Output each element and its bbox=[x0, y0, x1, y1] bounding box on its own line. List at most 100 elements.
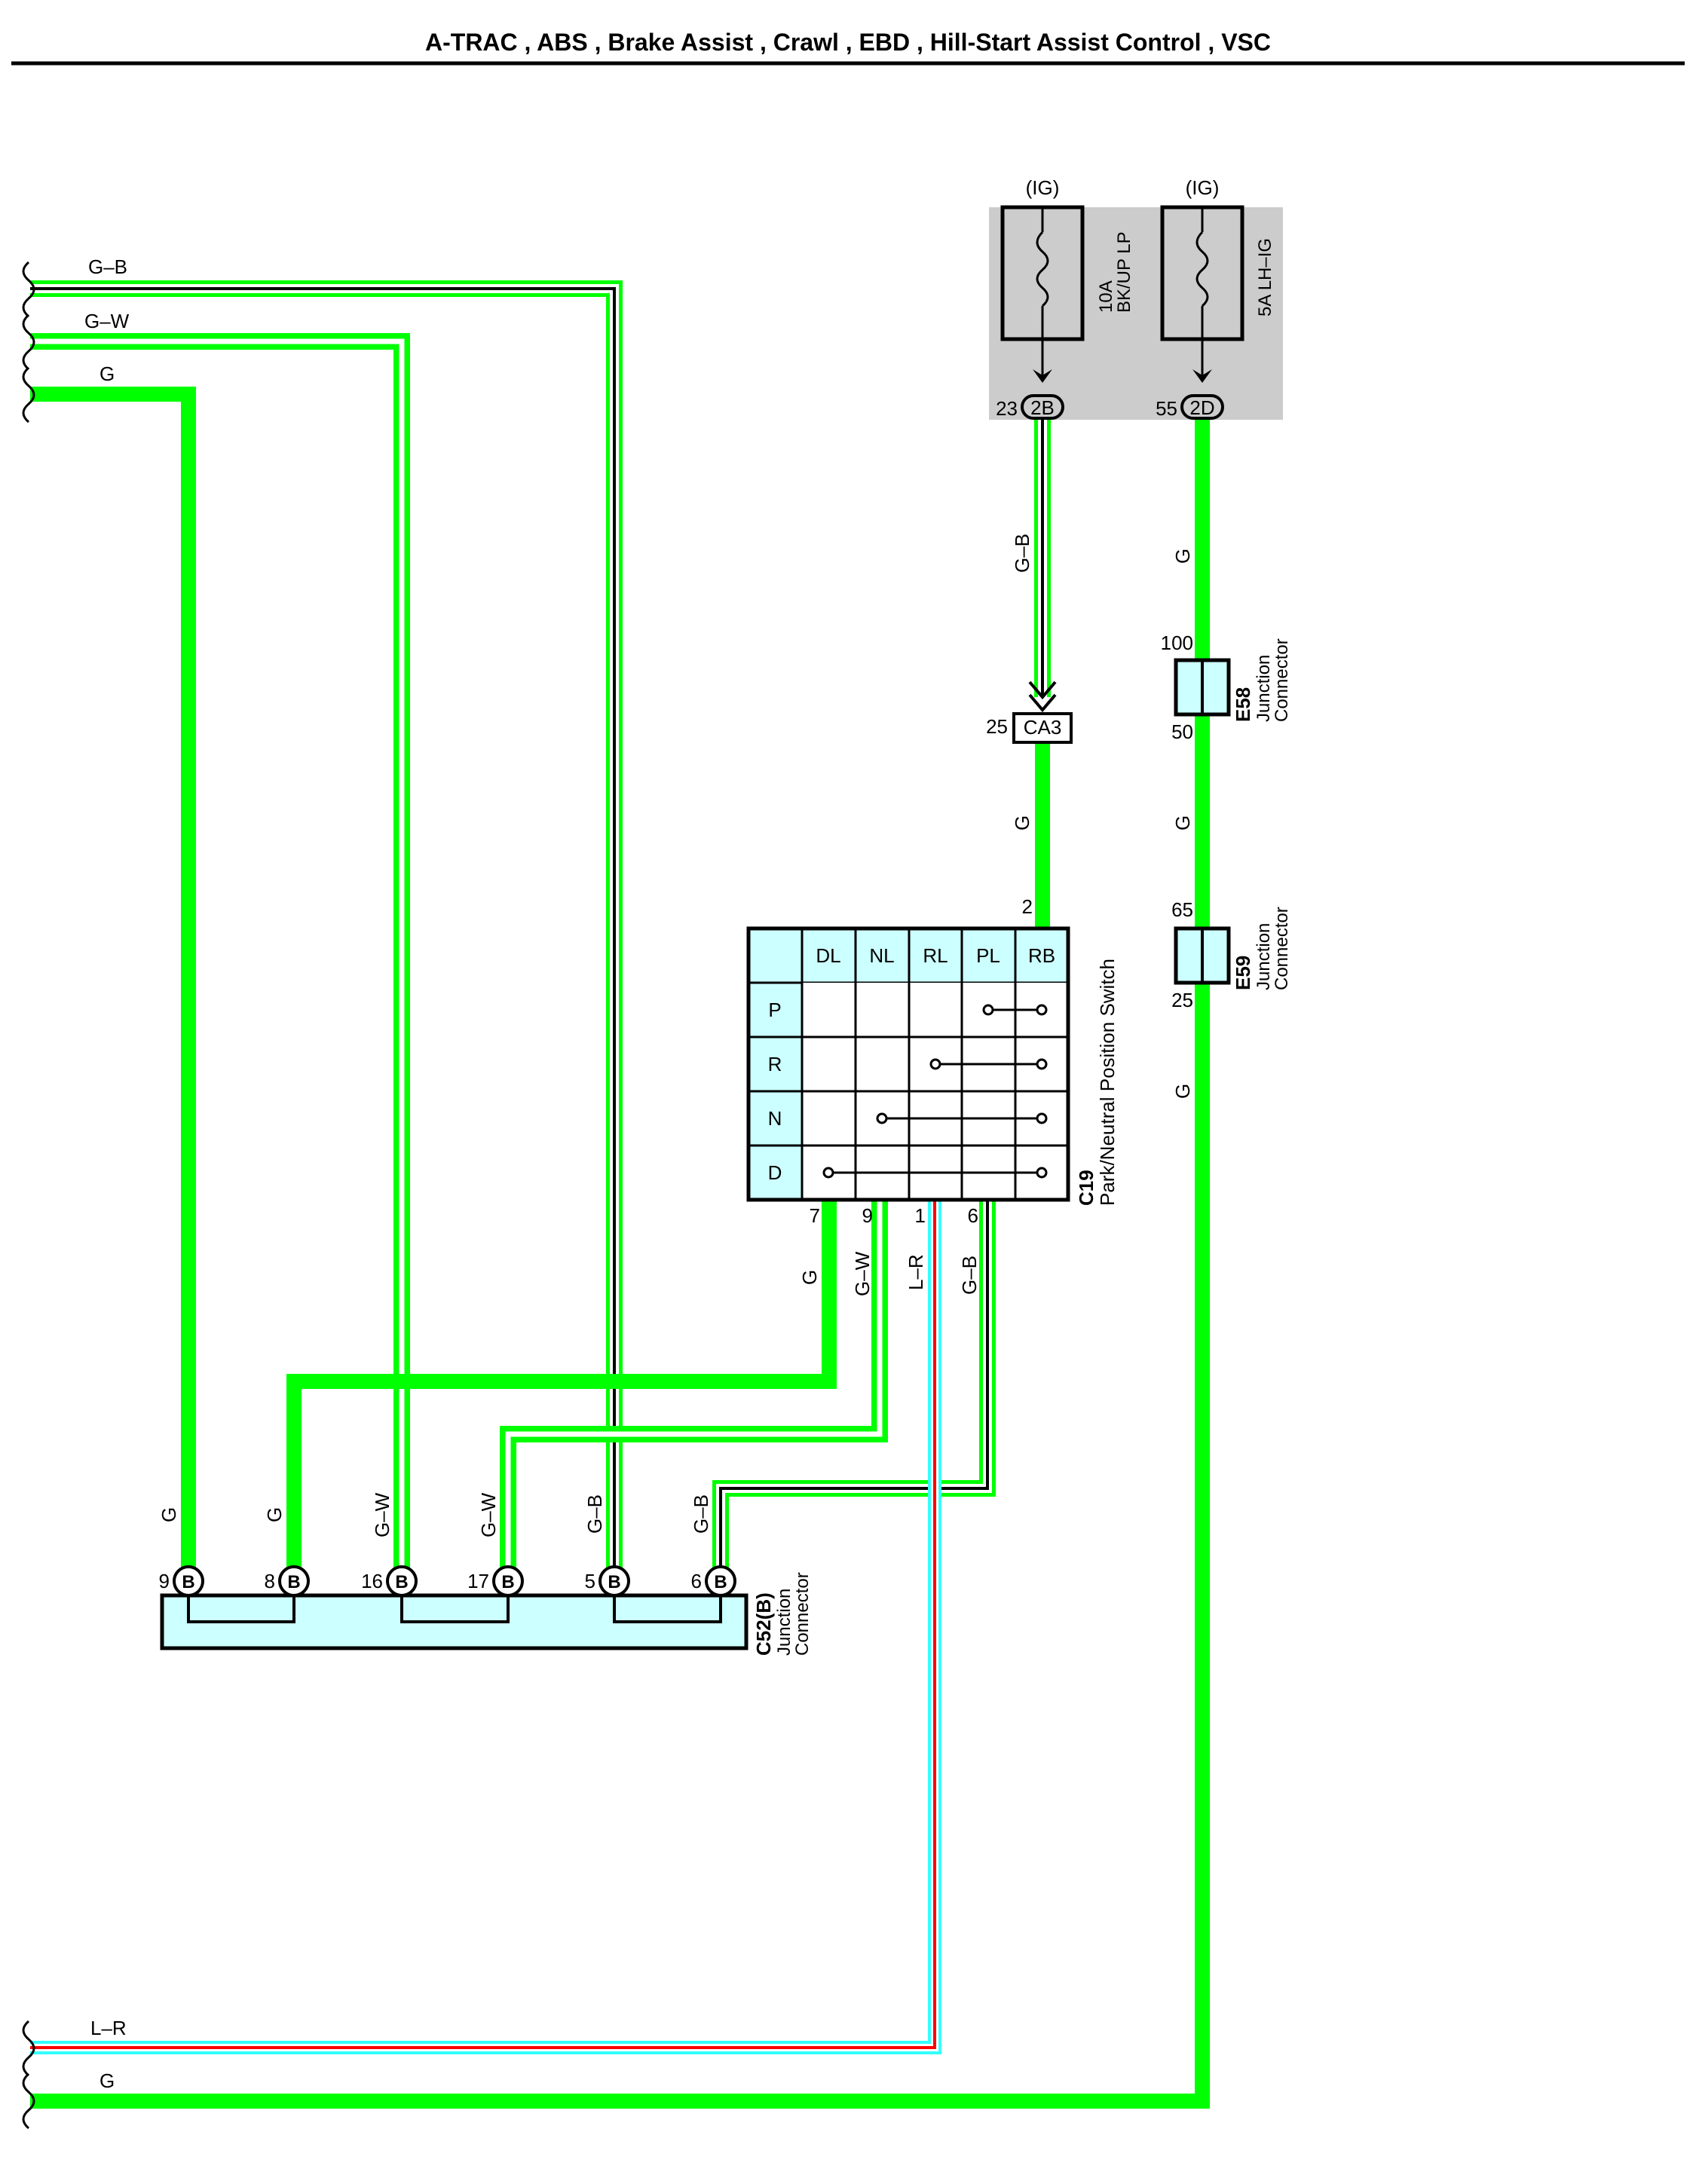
wire-label-gb-vertical: G–B bbox=[1011, 534, 1033, 573]
left-wire-label-lr: L–R bbox=[90, 2017, 127, 2039]
switch-pin-1: 1 bbox=[915, 1204, 926, 1227]
junction-e58: 100 50 E58 Junction Connector bbox=[1161, 632, 1292, 743]
e58-pin-bottom: 50 bbox=[1171, 720, 1193, 743]
fuse-ig-label: (IG) bbox=[1026, 176, 1060, 199]
break-symbol bbox=[22, 261, 35, 318]
svg-text:B: B bbox=[501, 1572, 514, 1592]
connector-2b bbox=[1021, 394, 1064, 420]
switch-pin-9: 9 bbox=[862, 1204, 873, 1227]
c52-pin: 17 bbox=[467, 1570, 489, 1592]
e59-pin-bottom: 25 bbox=[1171, 989, 1193, 1011]
fuse-name: BK/UP LP bbox=[1114, 231, 1134, 313]
break-symbol bbox=[22, 2072, 35, 2130]
connector-2d-label: 2D bbox=[1189, 396, 1214, 419]
c52-terminal: B 16 bbox=[361, 1565, 418, 1597]
c52-wire-label: G–B bbox=[583, 1494, 606, 1534]
left-wire-label-gb: G–B bbox=[88, 255, 127, 278]
wire-label-g-pin7: G bbox=[798, 1270, 821, 1285]
switch-pin-6: 6 bbox=[968, 1204, 978, 1227]
page-title: A-TRAC , ABS , Brake Assist , Crawl , EB… bbox=[425, 29, 1271, 56]
fuse-ig-label: (IG) bbox=[1186, 176, 1220, 199]
switch-col-nl: NL bbox=[869, 944, 894, 967]
continuity-marks bbox=[822, 1004, 1048, 1179]
fuse-amperage: 10A bbox=[1096, 280, 1116, 313]
c52-wire-label: G bbox=[158, 1507, 180, 1522]
break-symbol bbox=[22, 366, 35, 424]
wire-gb-main bbox=[30, 280, 623, 1581]
connector-2d bbox=[1180, 394, 1224, 420]
fuse-icon bbox=[1033, 207, 1052, 383]
c52-pin: 9 bbox=[159, 1570, 170, 1592]
junction-c52: B 9 B 8 B 16 B 17 B 5 B 6 G G bbox=[158, 1492, 813, 1656]
switch-grid-inner bbox=[801, 983, 1068, 1200]
c52-terminal: B 9 bbox=[159, 1565, 204, 1597]
switch-row-n: N bbox=[768, 1107, 782, 1130]
e59-pin-top: 65 bbox=[1171, 898, 1193, 921]
connector-ca3: 25 CA3 bbox=[986, 681, 1073, 744]
switch-name: Park/Neutral Position Switch bbox=[1096, 959, 1119, 1206]
c52-desc2: Connector bbox=[792, 1572, 813, 1656]
fuse-icon bbox=[1192, 207, 1212, 383]
wire-gb-pin6 bbox=[712, 1200, 996, 1581]
svg-text:B: B bbox=[182, 1572, 194, 1592]
ca3-box bbox=[1012, 712, 1073, 744]
c52-pin: 16 bbox=[361, 1570, 383, 1592]
c52-wire-label: G–W bbox=[371, 1492, 393, 1537]
switch-col-pl: PL bbox=[976, 944, 1000, 967]
e58-desc1: Junction bbox=[1254, 655, 1274, 722]
wire-label-g-right-3: G bbox=[1171, 1084, 1194, 1099]
switch-col-dl: DL bbox=[816, 944, 840, 967]
switch-pin-7: 7 bbox=[810, 1204, 820, 1227]
left-wire-label-gw: G–W bbox=[84, 310, 130, 332]
c52-pin: 6 bbox=[691, 1570, 702, 1592]
e58-pin-top: 100 bbox=[1161, 632, 1193, 654]
connector-2b-label: 2B bbox=[1030, 396, 1055, 419]
e59-desc1: Junction bbox=[1254, 923, 1274, 990]
e59-desc2: Connector bbox=[1272, 907, 1292, 990]
fuse-pin: 23 bbox=[996, 397, 1018, 420]
c52-bridges bbox=[187, 1595, 722, 1623]
svg-text:B: B bbox=[287, 1572, 300, 1592]
wire-g-main bbox=[30, 387, 196, 1581]
c52-terminal: B 8 bbox=[265, 1565, 310, 1597]
park-neutral-switch: 2 DL NL RL PL RB bbox=[746, 895, 1119, 1227]
switch-row-d: D bbox=[768, 1161, 782, 1184]
switch-col-rb: RB bbox=[1028, 944, 1055, 967]
c52-wire-label: G bbox=[263, 1507, 286, 1522]
e59-code: E59 bbox=[1232, 956, 1254, 990]
wire-label-gb-pin6: G–B bbox=[958, 1256, 981, 1295]
fuse-name: 5A LH–IG bbox=[1255, 238, 1275, 317]
wire-label-lr-pin1: L–R bbox=[905, 1254, 927, 1290]
c52-terminal: B 5 bbox=[585, 1565, 630, 1597]
ca3-pin: 25 bbox=[986, 715, 1008, 738]
left-wire-label-g: G bbox=[99, 362, 115, 385]
svg-text:B: B bbox=[608, 1572, 620, 1592]
wire-break-symbols bbox=[22, 261, 35, 2130]
c52-terminal: B 6 bbox=[691, 1565, 736, 1597]
junction-e59: 65 25 E59 Junction Connector bbox=[1171, 898, 1292, 1011]
switch-input-pin: 2 bbox=[1022, 895, 1033, 918]
wire-gw-pin9 bbox=[500, 1200, 888, 1581]
wire-gw-main bbox=[30, 333, 410, 1581]
c52-desc1: Junction bbox=[774, 1589, 794, 1656]
wire-label-g-right-1: G bbox=[1171, 549, 1194, 564]
c52-wire-label: G–W bbox=[477, 1492, 500, 1537]
switch-row-p: P bbox=[768, 999, 781, 1021]
fuse-box-background bbox=[989, 207, 1283, 420]
left-wire-label-g-bottom: G bbox=[99, 2069, 115, 2092]
c52-pin: 8 bbox=[265, 1570, 275, 1592]
switch-row-r: R bbox=[768, 1053, 782, 1075]
fuse-pin: 55 bbox=[1156, 397, 1177, 420]
c52-pin: 5 bbox=[585, 1570, 595, 1592]
switch-code: C19 bbox=[1075, 1170, 1098, 1206]
e58-desc2: Connector bbox=[1272, 638, 1292, 722]
svg-text:B: B bbox=[714, 1572, 727, 1592]
e58-code: E58 bbox=[1232, 687, 1254, 722]
wires bbox=[30, 280, 1210, 2109]
wire-label-g-after-ca3: G bbox=[1011, 815, 1033, 830]
switch-col-rl: RL bbox=[923, 944, 947, 967]
wire-label-g-right-2: G bbox=[1171, 815, 1194, 830]
wire-g-pin7 bbox=[286, 1200, 837, 1581]
wire-lr bbox=[30, 1200, 941, 2054]
fuse-bkup: (IG) 10A BK/UP LP 23 2B bbox=[996, 176, 1134, 420]
